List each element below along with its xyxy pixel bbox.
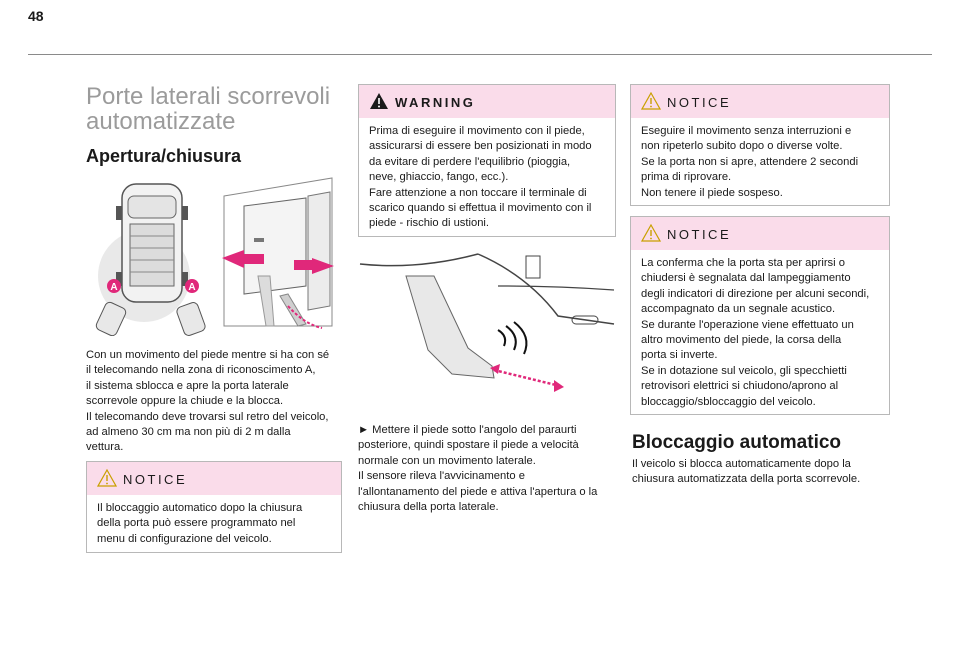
text-line: non ripeterlo subito dopo o diverse volt… xyxy=(641,140,843,153)
notice-body: Il bloccaggio automatico dopo la chiusur… xyxy=(87,495,341,553)
text-line: prima di riprovare. xyxy=(641,171,732,184)
text-line: da evitare di perdere l'equilibrio (piog… xyxy=(369,155,571,168)
text-line: ► Mettere il piede sotto l'angolo del pa… xyxy=(358,424,577,436)
text-line: degli indicatori di direzione per alcuni… xyxy=(641,287,870,300)
page-title: Porte laterali scorrevoli automatizzate xyxy=(86,83,331,135)
warning-title: WARNING xyxy=(395,95,476,110)
text-line: assicurarsi di essere ben posizionati in… xyxy=(369,140,592,153)
text-line: porta si inverte. xyxy=(641,349,718,362)
text-line: il sistema sblocca e apre la porta later… xyxy=(86,379,289,392)
text-line: Fare attenzione a non toccare il termina… xyxy=(369,186,587,199)
text-line: Il bloccaggio automatico dopo la chiusur… xyxy=(97,502,303,514)
text-line: chiudersi è segnalata dal lampeggiamento xyxy=(641,272,851,285)
text-line: ad almeno 30 cm ma non più di 2 m dalla xyxy=(86,426,291,439)
notice-title: NOTICE xyxy=(123,472,188,487)
warning-triangle-icon xyxy=(641,92,661,110)
header-rule xyxy=(28,54,932,55)
text-line: il telecomando nella zona di riconoscime… xyxy=(86,364,316,377)
text-line: La conferma che la porta sta per aprirsi… xyxy=(641,257,845,269)
notice-title: NOTICE xyxy=(667,227,732,242)
text-line: scorrevole oppure la chiude e la blocca. xyxy=(86,395,284,408)
text-line: Prima di eseguire il movimento con il pi… xyxy=(369,125,585,137)
text-line: piede - rischio di ustioni. xyxy=(369,217,490,230)
foot-under-bumper-illustration xyxy=(359,253,615,392)
notice-header: NOTICE xyxy=(87,462,341,495)
warning-filled-icon xyxy=(370,93,388,109)
text-line: accompagnato da un segnale acustico. xyxy=(641,303,836,316)
text-line: Se la porta non si apre, attendere 2 sec… xyxy=(641,155,859,168)
section-heading-opening: Apertura/chiusura xyxy=(86,146,242,166)
auto-lock-paragraph: Il veicolo si blocca automaticamente dop… xyxy=(632,457,894,488)
notice-body: Eseguire il movimento senza interruzioni… xyxy=(631,118,889,207)
text-line: Non tenere il piede sospeso. xyxy=(641,186,783,199)
text-line: altro movimento del piede, la corsa dell… xyxy=(641,334,842,347)
text-line: Il veicolo si blocca automaticamente dop… xyxy=(632,458,851,470)
text-line: chiusura automatizzata della porta scorr… xyxy=(632,473,861,486)
zone-label-left: A xyxy=(110,282,117,293)
text-line: vettura. xyxy=(86,441,124,454)
notice-header: NOTICE xyxy=(631,217,889,250)
section-heading-auto-lock: Bloccaggio automatico xyxy=(632,432,842,453)
notice-box-2: NOTICE Eseguire il movimento senza inter… xyxy=(630,84,890,206)
van-top-view-illustration: A A xyxy=(95,183,206,336)
text-line: Eseguire il movimento senza interruzioni… xyxy=(641,125,852,137)
text-line: chiusura della porta laterale. xyxy=(358,501,499,514)
text-line: menu di configurazione del veicolo. xyxy=(97,532,272,545)
text-line: Con un movimento del piede mentre si ha … xyxy=(86,349,330,361)
text-line: Se durante l'operazione viene effettuato… xyxy=(641,318,854,331)
zone-label-right: A xyxy=(188,282,195,293)
notice-box-3: NOTICE La conferma che la porta sta per … xyxy=(630,216,890,415)
sliding-door-illustration xyxy=(222,177,334,329)
warning-box: WARNING Prima di eseguire il movimento c… xyxy=(358,84,616,237)
text-line: della porta può essere programmato nel xyxy=(97,517,296,530)
text-line: retrovisori elettrici si chiudono/aprono… xyxy=(641,380,839,393)
notice-body: La conferma che la porta sta per aprirsi… xyxy=(631,250,889,416)
notice-header: NOTICE xyxy=(631,85,889,118)
instruction-paragraph: ► Mettere il piede sotto l'angolo del pa… xyxy=(358,423,620,515)
text-line: Se in dotazione sul veicolo, gli specchi… xyxy=(641,364,847,377)
warning-body: Prima di eseguire il movimento con il pi… xyxy=(359,118,615,238)
notice-box-1: NOTICE Il bloccaggio automatico dopo la … xyxy=(86,461,342,553)
text-line: normale con un movimento laterale. xyxy=(358,454,536,467)
opening-paragraph: Con un movimento del piede mentre si ha … xyxy=(86,348,348,456)
text-line: scarico quando si effettua il movimento … xyxy=(369,202,592,215)
text-line: bloccaggio/sbloccaggio del veicolo. xyxy=(641,395,816,408)
warning-triangle-icon xyxy=(97,469,117,487)
text-line: Il sensore rileva l'avvicinamento e xyxy=(358,470,525,483)
page-number: 48 xyxy=(28,8,44,24)
notice-title: NOTICE xyxy=(667,95,732,110)
warning-header: WARNING xyxy=(359,85,615,118)
text-line: Il telecomando deve trovarsi sul retro d… xyxy=(86,410,329,423)
text-line: l'allontanamento del piede e attiva l'ap… xyxy=(358,485,598,498)
warning-triangle-icon xyxy=(641,224,661,242)
text-line: neve, ghiaccio, fango, ecc.). xyxy=(369,171,509,184)
text-line: posteriore, quindi spostare il piede a v… xyxy=(358,439,579,452)
